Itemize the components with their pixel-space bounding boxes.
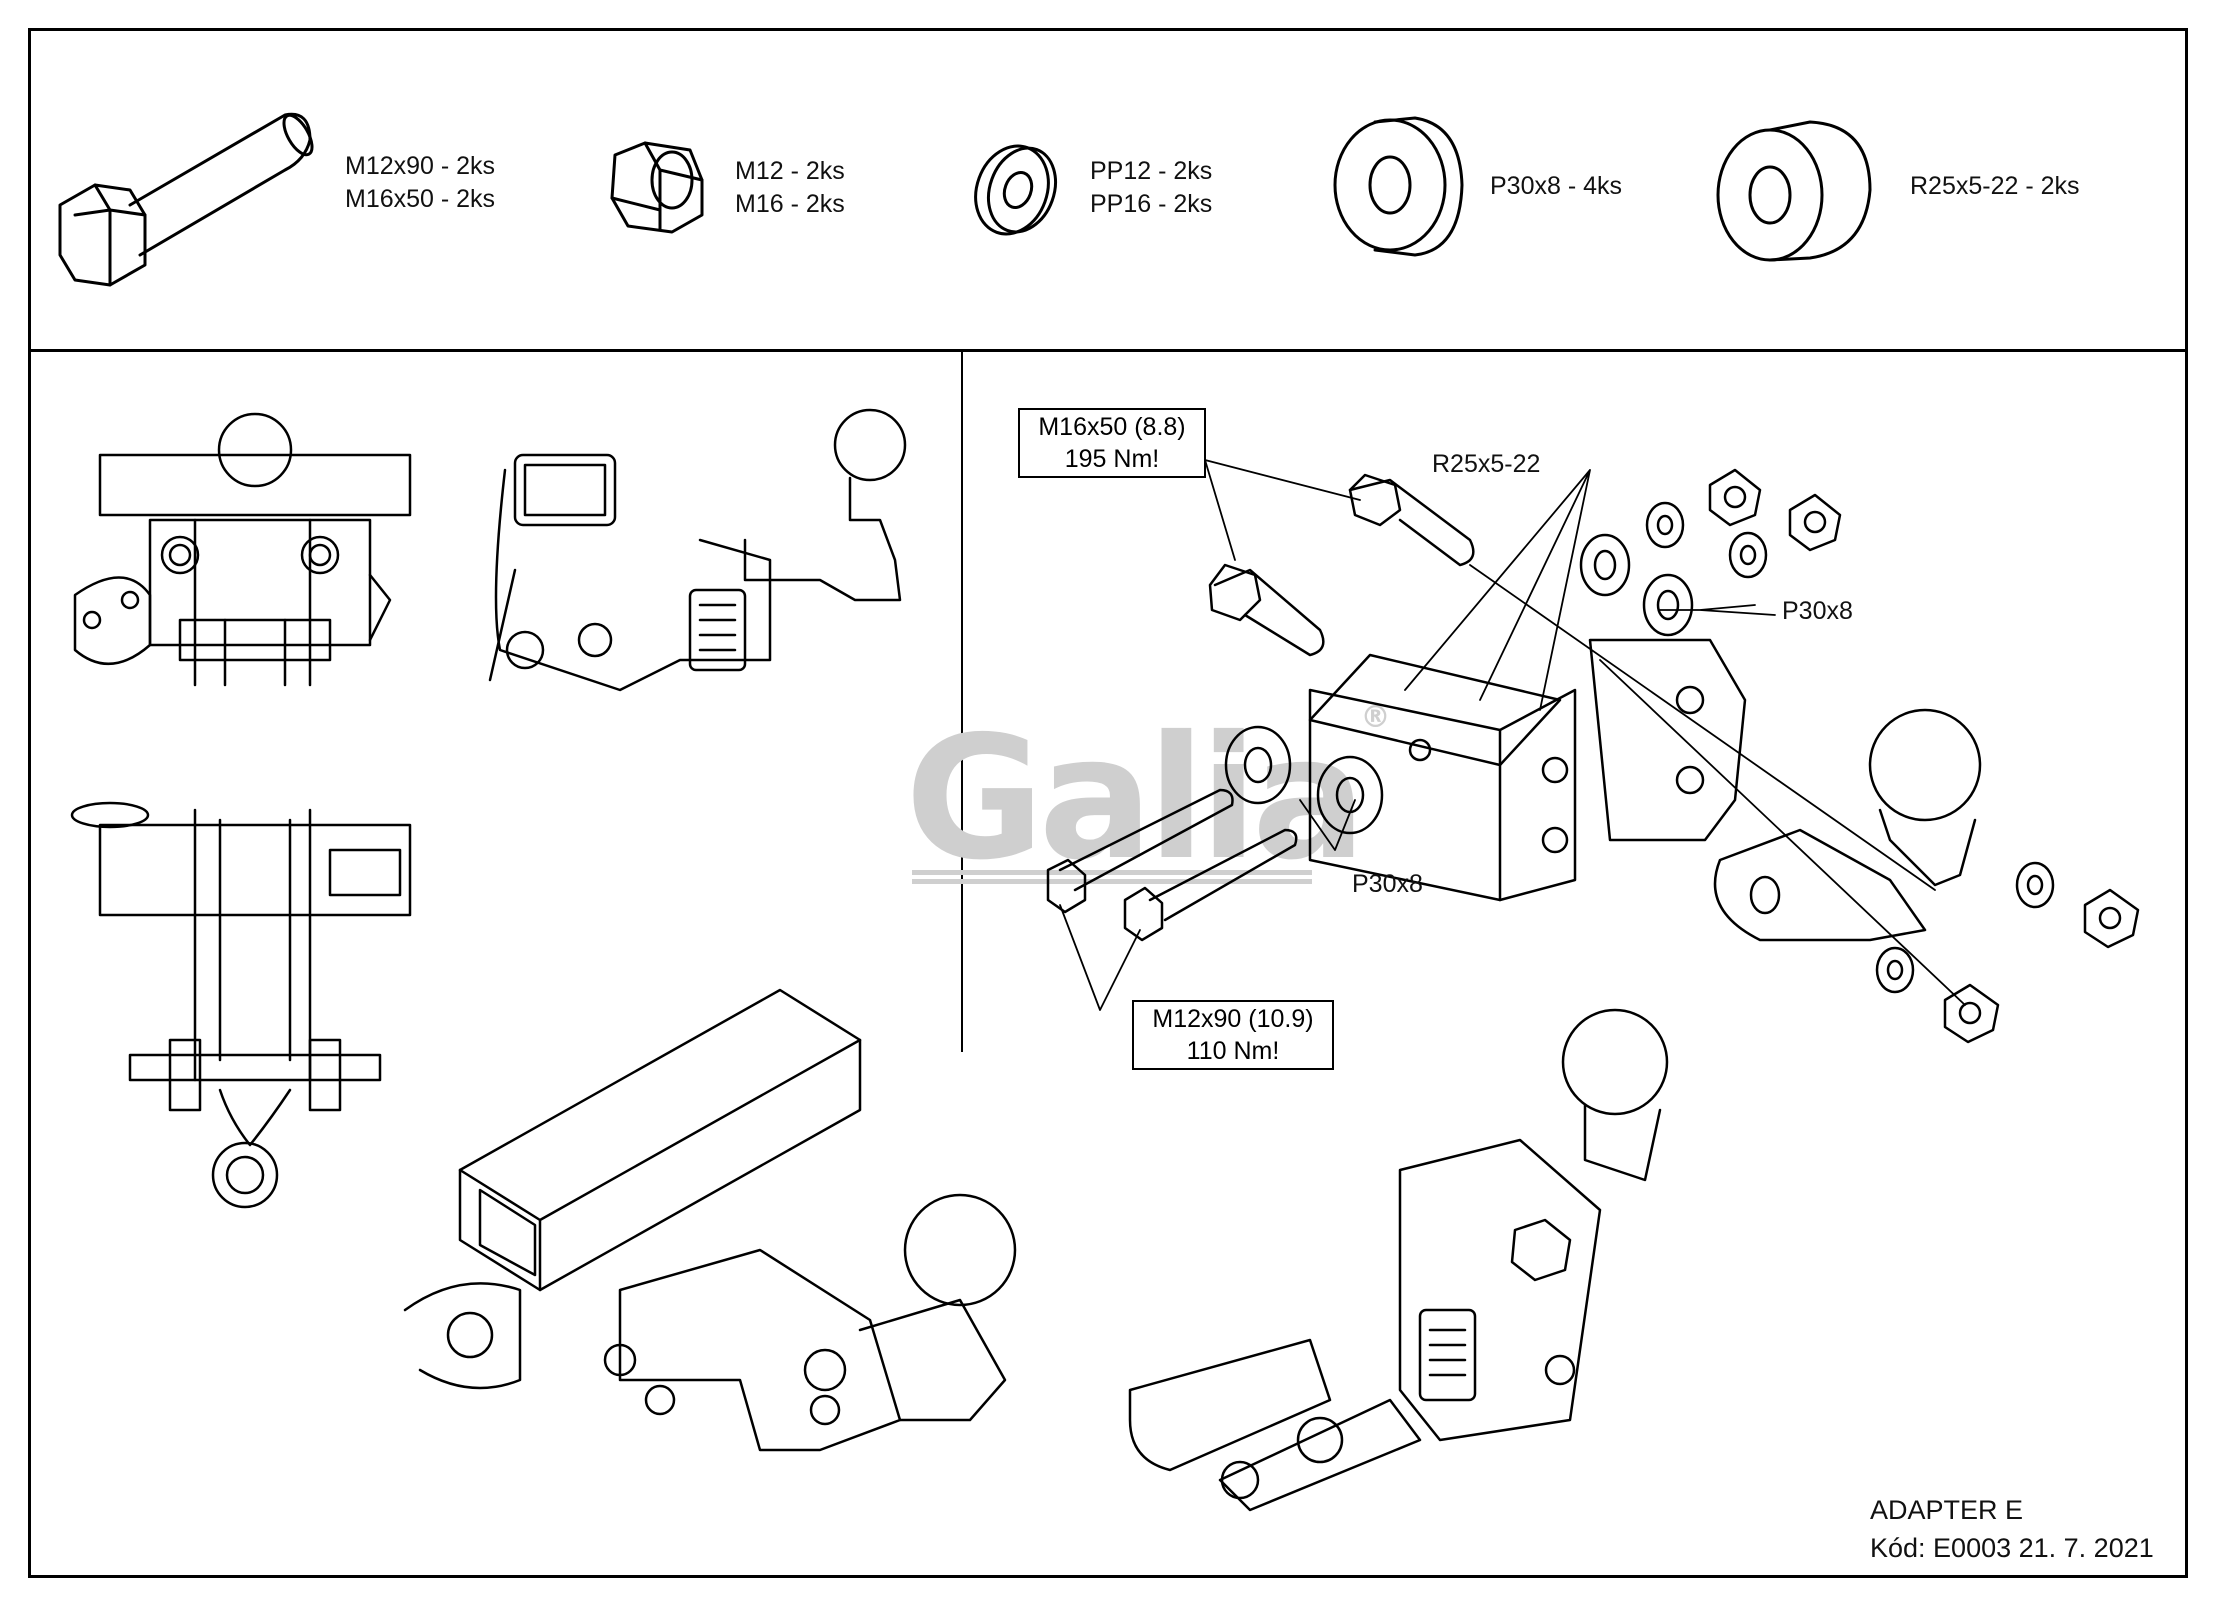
bolt-icon [58,112,314,287]
footer-title: ADAPTER E [1870,1495,2024,1525]
iso-view-left [403,988,1017,1452]
part-label-spacer-ring: P30x8 - 4ks [1490,172,1623,200]
parts-divider [28,349,2188,352]
leader-lines [1059,459,1966,1011]
views-divider [961,352,963,1052]
callout-r25: R25x5-22 [1432,450,1541,478]
sleeve-icon [1716,120,1872,262]
nut-icon [610,141,704,234]
galia-logo-watermark: Galia® [905,700,1391,898]
top-view [70,801,412,1209]
callout-m12-torque: M12x90 (10.9)110 Nm! [1132,1000,1334,1070]
drawing-frame [28,28,2188,1578]
spacer-ring-icon [1333,116,1464,257]
side-view [488,408,907,692]
callout-p30-lower: P30x8 [1352,870,1423,898]
washer-icon [974,144,1057,236]
callout-p30-upper: P30x8 [1782,597,1853,625]
iso-view-right [1128,1008,1669,1512]
logo-underline-bars [912,870,1312,892]
exploded-view [1046,468,2140,1044]
part-label-sleeve: R25x5-22 - 2ks [1910,172,2080,200]
footer-code: Kód: E0003 21. 7. 2021 [1870,1533,2154,1563]
callout-m16-torque: M16x50 (8.8)195 Nm! [1018,408,1206,478]
front-view [73,412,412,687]
